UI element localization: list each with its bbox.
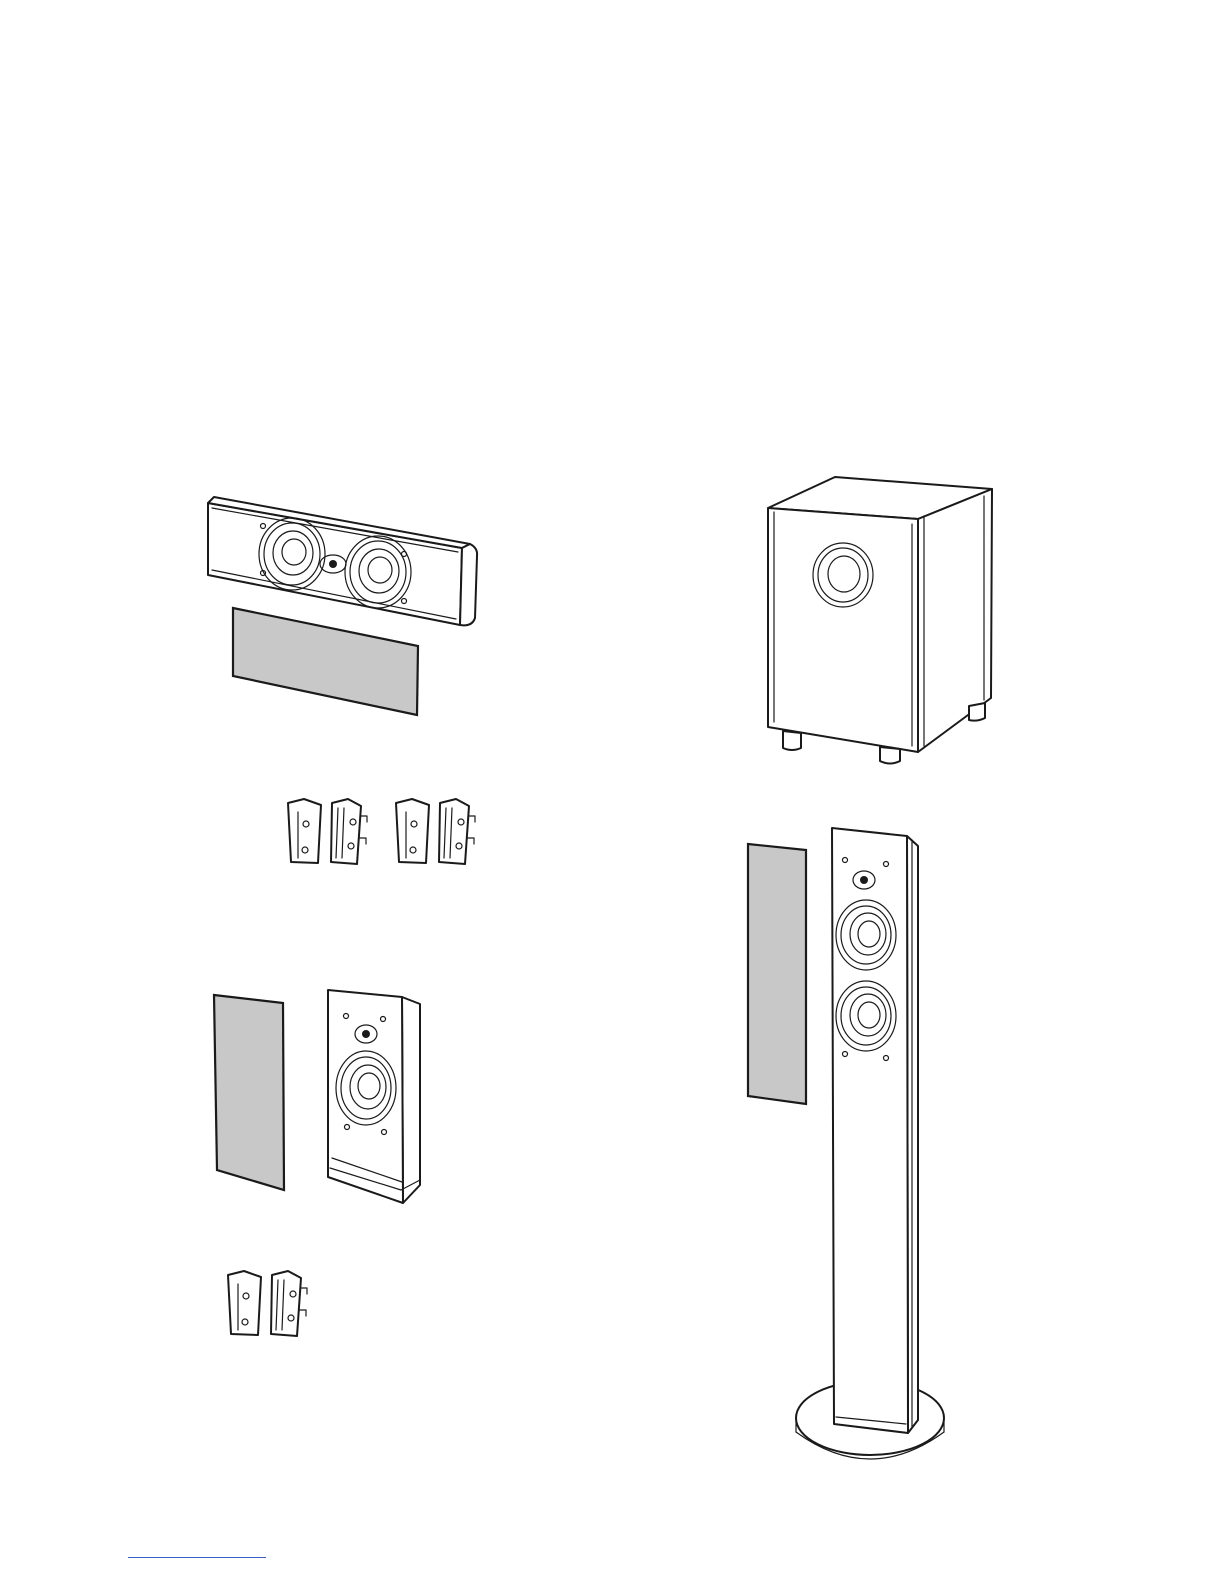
bookshelf-grille <box>214 995 284 1190</box>
center-wall-brackets <box>288 799 475 864</box>
bracket-icon <box>288 799 321 863</box>
bracket-icon <box>331 799 367 864</box>
bracket-icon <box>228 1271 261 1335</box>
subwoofer <box>768 477 992 764</box>
tower-speaker <box>796 828 944 1459</box>
bracket-icon <box>396 799 429 863</box>
center-grille <box>233 608 418 715</box>
bracket-icon <box>439 799 475 864</box>
center-channel-speaker <box>208 497 477 625</box>
bookshelf-wall-brackets <box>228 1271 307 1336</box>
tower-grille <box>748 844 806 1104</box>
footer-rule <box>128 1557 266 1558</box>
bracket-icon <box>271 1271 307 1336</box>
bookshelf-speaker <box>328 990 420 1203</box>
